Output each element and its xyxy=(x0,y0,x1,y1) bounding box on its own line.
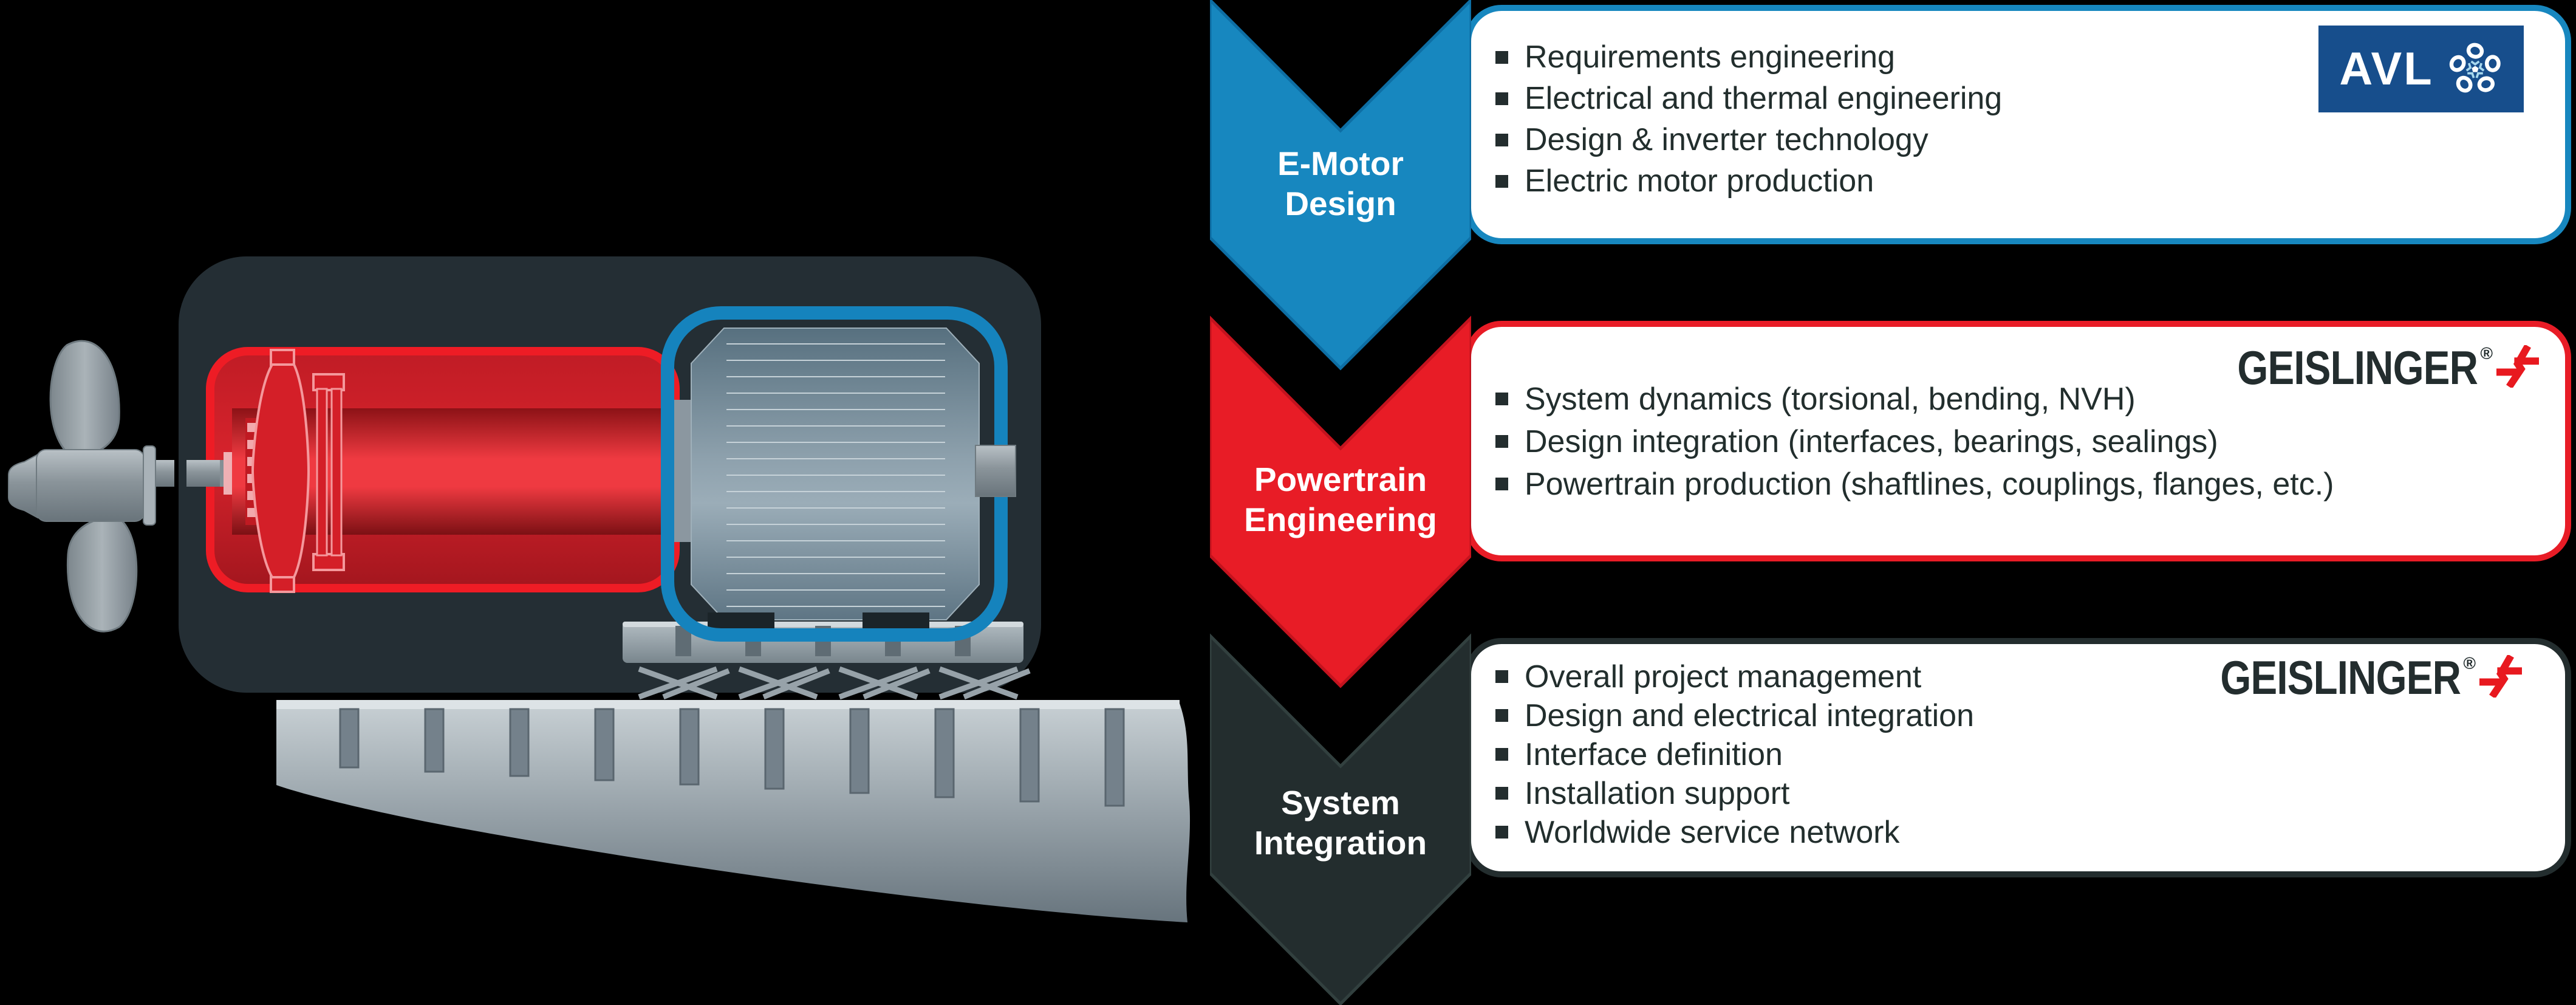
bullet-square-icon xyxy=(1495,51,1508,64)
e-motor-design-box xyxy=(1465,5,2571,244)
process-chevrons xyxy=(1210,0,1471,1005)
step-label-powertrain-engineering: Powertrain Engineering xyxy=(1244,461,1437,538)
electric-motor xyxy=(661,306,1016,642)
list-item: Design & inverter technology xyxy=(1495,119,2002,160)
avl-logo-text: AVL xyxy=(2339,43,2434,95)
bullet-square-icon xyxy=(1495,435,1508,448)
list-item: Electrical and thermal engineering xyxy=(1495,78,2002,119)
registered-mark: ® xyxy=(2480,344,2493,363)
system-integration-list: Overall project management Design and el… xyxy=(1495,657,1974,852)
chevron-system-integration xyxy=(1210,633,1471,1005)
registered-mark: ® xyxy=(2463,654,2476,673)
bullet-square-icon xyxy=(1495,134,1508,146)
list-item: Installation support xyxy=(1495,774,1974,813)
list-item: Worldwide service network xyxy=(1495,813,1974,852)
geislinger-logo: GEISLINGER ® xyxy=(2192,344,2539,391)
powertrain-engineering-box xyxy=(1465,321,2571,561)
list-item: Overall project management xyxy=(1495,657,1974,696)
chevron-powertrain-engineering xyxy=(1210,315,1471,688)
system-integration-box xyxy=(1465,638,2571,877)
propulsion-system-illustration xyxy=(8,256,1191,922)
list-item: Requirements engineering xyxy=(1495,36,2002,78)
bullet-square-icon xyxy=(1495,787,1508,800)
chevron-e-motor-design xyxy=(1210,0,1471,371)
bullet-square-icon xyxy=(1495,826,1508,839)
avl-logo: AVL xyxy=(2318,26,2524,112)
list-item: Interface definition xyxy=(1495,735,1974,774)
avl-propeller-icon xyxy=(2449,43,2501,92)
geislinger-logo-text: GEISLINGER xyxy=(2237,341,2479,394)
bullet-square-icon xyxy=(1495,175,1508,188)
bullet-square-icon xyxy=(1495,670,1508,683)
list-item: Design integration (interfaces, bearings… xyxy=(1495,420,2334,463)
list-item: System dynamics (torsional, bending, NVH… xyxy=(1495,378,2334,420)
list-item: Powertrain production (shaftlines, coupl… xyxy=(1495,463,2334,506)
powertrain-engineering-list: System dynamics (torsional, bending, NVH… xyxy=(1495,378,2334,506)
geislinger-pulse-icon xyxy=(2496,345,2539,388)
resilient-mounts xyxy=(638,666,1031,700)
propeller xyxy=(8,340,220,633)
bullet-square-icon xyxy=(1495,709,1508,722)
geislinger-logo: GEISLINGER ® xyxy=(2175,654,2522,701)
list-item: Electric motor production xyxy=(1495,160,2002,202)
bullet-square-icon xyxy=(1495,748,1508,761)
e-motor-design-list: Requirements engineering Electrical and … xyxy=(1495,36,2002,202)
list-item: Design and electrical integration xyxy=(1495,696,1974,735)
geislinger-logo-text: GEISLINGER xyxy=(2220,651,2462,704)
coupling-unit xyxy=(206,347,680,593)
bullet-square-icon xyxy=(1495,478,1508,490)
foundation xyxy=(276,700,1191,922)
step-label-system-integration: System Integration xyxy=(1254,784,1427,862)
step-label-e-motor-design: E-Motor Design xyxy=(1277,145,1404,222)
bullet-square-icon xyxy=(1495,393,1508,405)
bullet-square-icon xyxy=(1495,92,1508,105)
geislinger-pulse-icon xyxy=(2479,655,2522,698)
